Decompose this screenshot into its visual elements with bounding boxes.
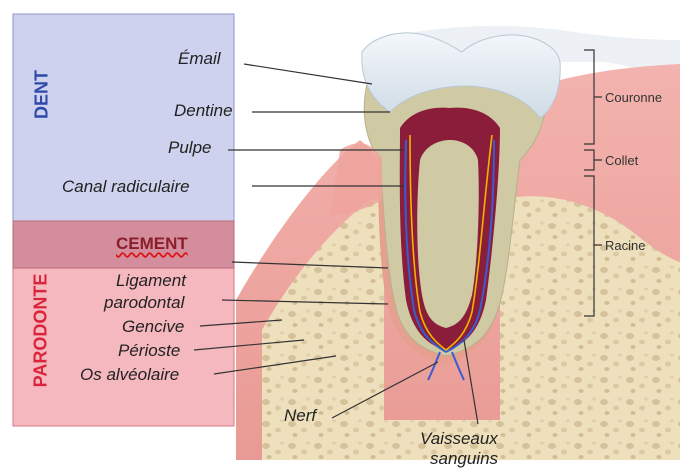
dent-group-title: DENT xyxy=(32,67,53,123)
parodonte-group-title: PARODONTE xyxy=(31,268,52,394)
label-perioste: Périoste xyxy=(118,342,180,359)
label-canal: Canal radiculaire xyxy=(62,178,190,195)
label-couronne: Couronne xyxy=(605,91,662,104)
label-nerf: Nerf xyxy=(284,407,316,424)
label-ligament-1: Ligament xyxy=(116,272,186,289)
label-collet: Collet xyxy=(605,154,638,167)
leader-email xyxy=(244,64,372,84)
label-os: Os alvéolaire xyxy=(80,366,179,383)
label-ligament-2: parodontal xyxy=(104,294,184,311)
label-racine: Racine xyxy=(605,239,645,252)
label-vaisseaux-1: Vaisseaux xyxy=(420,430,498,447)
label-vaisseaux-2: sanguins xyxy=(430,450,498,467)
label-dentine: Dentine xyxy=(174,102,233,119)
pulp-inner-shape xyxy=(417,140,479,328)
label-email: Émail xyxy=(178,50,221,67)
label-pulpe: Pulpe xyxy=(168,139,211,156)
cement-label: CEMENT xyxy=(116,234,188,254)
label-gencive: Gencive xyxy=(122,318,184,335)
